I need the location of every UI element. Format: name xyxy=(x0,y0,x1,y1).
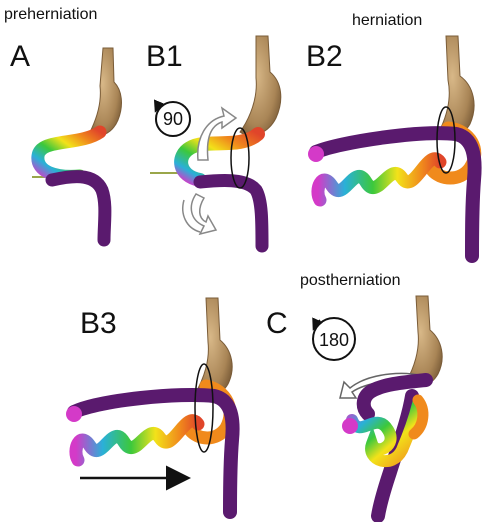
panel-label-b3: B3 xyxy=(80,307,117,340)
panel-c: postherniation C 180 xyxy=(266,272,443,522)
stomach-b2 xyxy=(437,35,475,139)
umbilical-ring-b1 xyxy=(230,127,250,189)
rotation-arrow-b1 xyxy=(153,99,166,113)
hindgut-b3 xyxy=(67,387,240,519)
junction-b2 xyxy=(308,146,324,162)
proximal-loop-c xyxy=(408,394,429,440)
rotation-value-b1: 90 xyxy=(163,109,183,129)
rotation-arrow-down-b1 xyxy=(190,193,218,236)
stomach-b1 xyxy=(239,35,282,136)
hindgut-a xyxy=(45,170,112,247)
panel-b3: B3 xyxy=(66,297,240,519)
panel-b2: herniation B2 xyxy=(306,12,482,263)
stomach-a xyxy=(89,47,122,136)
hindgut-b2 xyxy=(309,126,482,263)
panel-label-b2: B2 xyxy=(306,40,343,73)
hindgut-c xyxy=(356,373,433,522)
midgut-coil-b2 xyxy=(311,152,447,207)
midgut-loop-a xyxy=(31,125,107,183)
panel-label-c: C xyxy=(266,307,288,340)
midgut-loop-b1 xyxy=(174,127,265,187)
caption-preherniation: preherniation xyxy=(4,6,97,23)
midgut-coil-c xyxy=(346,398,424,467)
hindgut-b1 xyxy=(193,173,269,253)
midgut-coil-b3 xyxy=(69,414,205,467)
caption-postherniation: postherniation xyxy=(300,272,401,289)
panel-label-b1: B1 xyxy=(146,40,183,73)
umbilical-ring-b2 xyxy=(436,106,456,174)
panel-b1: B1 90 xyxy=(146,35,282,253)
rotation-arrow-c xyxy=(312,317,324,331)
panel-a: preherniation A xyxy=(4,6,122,247)
panel-label-a: A xyxy=(10,40,30,73)
rotation-badge-c xyxy=(312,317,356,361)
rotation-value-c: 180 xyxy=(319,330,349,350)
junction-b3 xyxy=(66,406,82,422)
caption-herniation: herniation xyxy=(352,12,422,29)
rotation-arrow-mid-b1 xyxy=(182,199,201,233)
umbilical-ring-b3 xyxy=(194,363,214,453)
rotation-arrow-up-b1 xyxy=(197,106,238,161)
junction-c xyxy=(342,418,358,434)
